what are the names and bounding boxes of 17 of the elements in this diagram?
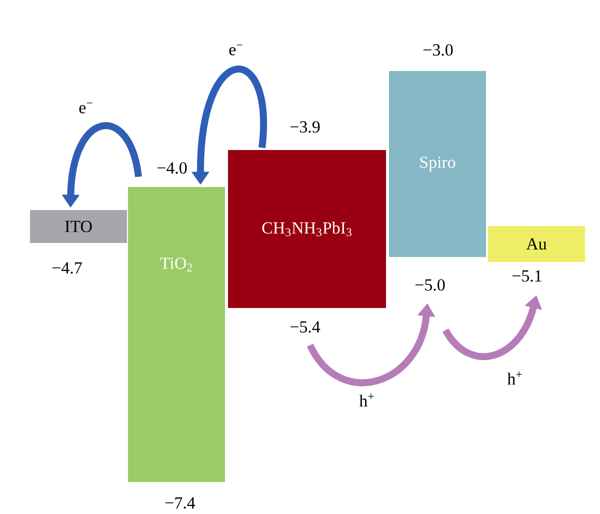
- energy-value: −3.9: [290, 121, 320, 133]
- energy-value: −5.1: [512, 270, 542, 282]
- energy-value: −4.7: [52, 262, 82, 274]
- energy-value: −5.0: [415, 279, 445, 291]
- energy-level-box: TiO$_{2}$: [128, 186, 225, 482]
- energy-value: −5.4: [290, 321, 320, 333]
- energy-level-box: ITO: [30, 210, 127, 243]
- energy-level-box: Spiro: [389, 71, 486, 257]
- energy-value: −3.0: [423, 44, 453, 56]
- edge-label: h$^{+}$: [359, 394, 374, 406]
- energy-level-box: Au: [488, 226, 585, 262]
- edge-label: e$^{−}$: [229, 44, 242, 56]
- energy-value: −7.4: [166, 497, 196, 509]
- edge-label: h$^{+}$: [507, 372, 522, 384]
- energy-value: −4.0: [158, 162, 187, 174]
- edge-label: e$^{−}$: [79, 102, 92, 114]
- energy-level-box: CH$_{3}$NH$_{3}$PbI$_{3}$: [228, 150, 386, 308]
